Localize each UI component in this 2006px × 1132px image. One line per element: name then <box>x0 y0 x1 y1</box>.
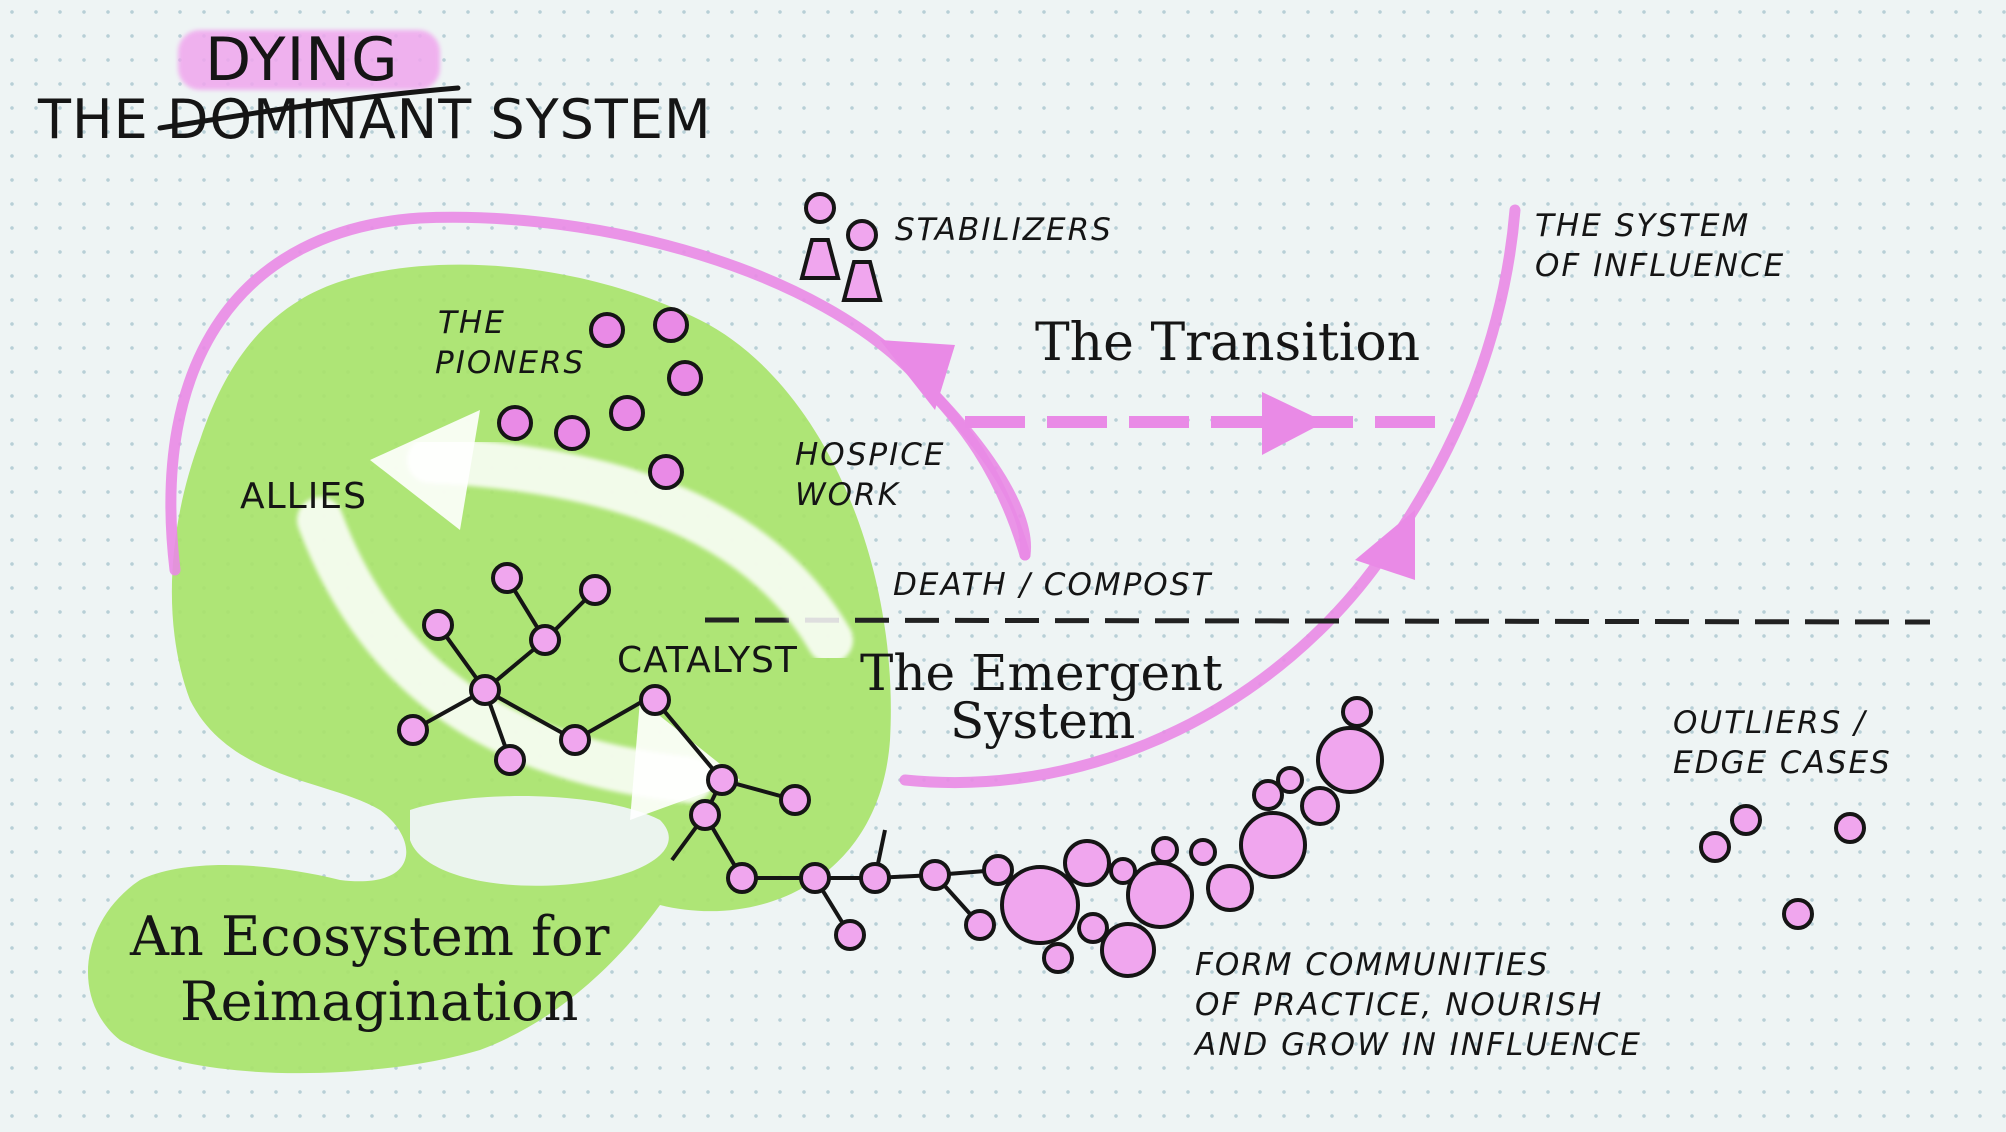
label-communities-3: AND GROW IN INFLUENCE <box>1193 1027 1642 1063</box>
system-of-influence-curve <box>899 204 1521 789</box>
pioneer-dot <box>589 312 625 348</box>
emergent-boundary-line <box>704 617 1931 625</box>
label-system-of-influence-1: THE SYSTEM <box>1535 208 1750 244</box>
communities-cluster <box>1000 696 1384 978</box>
pioneer-dot <box>497 405 533 441</box>
label-pioneers-1: THE <box>438 305 506 341</box>
label-death-compost: DEATH / COMPOST <box>893 567 1212 603</box>
pioneer-dot <box>554 415 590 451</box>
label-stabilizers: STABILIZERS <box>895 212 1113 248</box>
arrowhead-icon <box>1262 392 1325 455</box>
label-outliers-2: EDGE CASES <box>1673 745 1892 781</box>
label-emergent-2: System <box>950 692 1135 750</box>
pioneer-dot <box>609 395 645 431</box>
label-catalyst: CATALYST <box>617 640 798 681</box>
pioneer-dot <box>653 307 689 343</box>
title-dying: DYING <box>205 25 399 95</box>
label-ecosystem-2: Reimagination <box>180 970 578 1033</box>
label-outliers-1: OUTLIERS / <box>1673 705 1868 741</box>
pioneer-dot <box>667 360 703 396</box>
dying-highlight <box>178 30 440 90</box>
label-emergent-1: The Emergent <box>860 644 1222 702</box>
pioneer-dot <box>648 454 684 490</box>
network-node-icon <box>397 562 1014 951</box>
allies-arrow <box>407 437 853 663</box>
label-communities-2: OF PRACTICE, NOURISH <box>1195 987 1603 1023</box>
label-pioneers-2: PIONERS <box>435 345 585 381</box>
label-system-of-influence-2: OF INFLUENCE <box>1535 248 1785 284</box>
people-icon <box>799 192 883 302</box>
pioneers-dots <box>497 307 703 490</box>
label-hospice-2: WORK <box>795 477 901 513</box>
label-ecosystem-1: An Ecosystem for <box>129 905 610 968</box>
catalyst-arrow <box>297 497 713 803</box>
arrowhead-icon <box>370 410 480 530</box>
outliers-dots <box>1699 804 1866 930</box>
label-communities-1: FORM COMMUNITIES <box>1195 947 1549 983</box>
label-hospice-1: HOSPICE <box>795 437 945 473</box>
ecosystem-blob <box>87 264 891 1074</box>
ecosystem-blob-gap <box>410 796 669 886</box>
label-transition: The Transition <box>1035 313 1420 373</box>
dominant-strikethrough <box>157 85 461 131</box>
arrowhead-icon <box>1355 510 1415 580</box>
label-allies: ALLIES <box>240 476 367 517</box>
arrowhead-icon <box>880 340 955 410</box>
